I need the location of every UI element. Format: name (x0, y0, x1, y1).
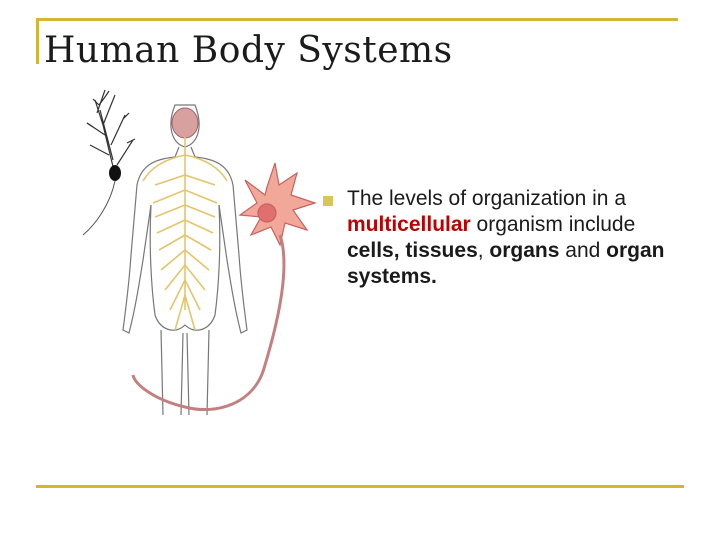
square-bullet-icon (323, 196, 333, 206)
term-organ-systems: organ systems. (347, 239, 665, 288)
term-cells-tissues: cells, tissues (347, 239, 478, 262)
human-body-outline (122, 104, 248, 416)
neuron-right (238, 162, 317, 247)
nervous-system-illustration (82, 89, 317, 416)
bullet-text-part: The levels of organization in a (347, 187, 626, 210)
title-frame-left-rule (36, 18, 39, 64)
neuron-cell-body-left (109, 165, 121, 181)
footer-rule (36, 485, 684, 488)
neuron-axon-left (82, 180, 116, 236)
brain-shape (171, 107, 199, 139)
term-organs: organs (489, 239, 560, 262)
bullet-text: The levels of organization in a multicel… (347, 186, 677, 290)
slide-title: Human Body Systems (44, 30, 453, 71)
term-multicellular: multicellular (347, 213, 471, 236)
bullet-text-part: , (477, 239, 490, 262)
bullet-text-part: and (559, 239, 607, 262)
bullet-text-part: organism include (470, 213, 636, 236)
neuron-dendrites-left (86, 89, 136, 176)
title-frame-top-rule (36, 18, 678, 21)
neuron-axon-right (131, 234, 286, 412)
spinal-nerves (142, 137, 228, 331)
